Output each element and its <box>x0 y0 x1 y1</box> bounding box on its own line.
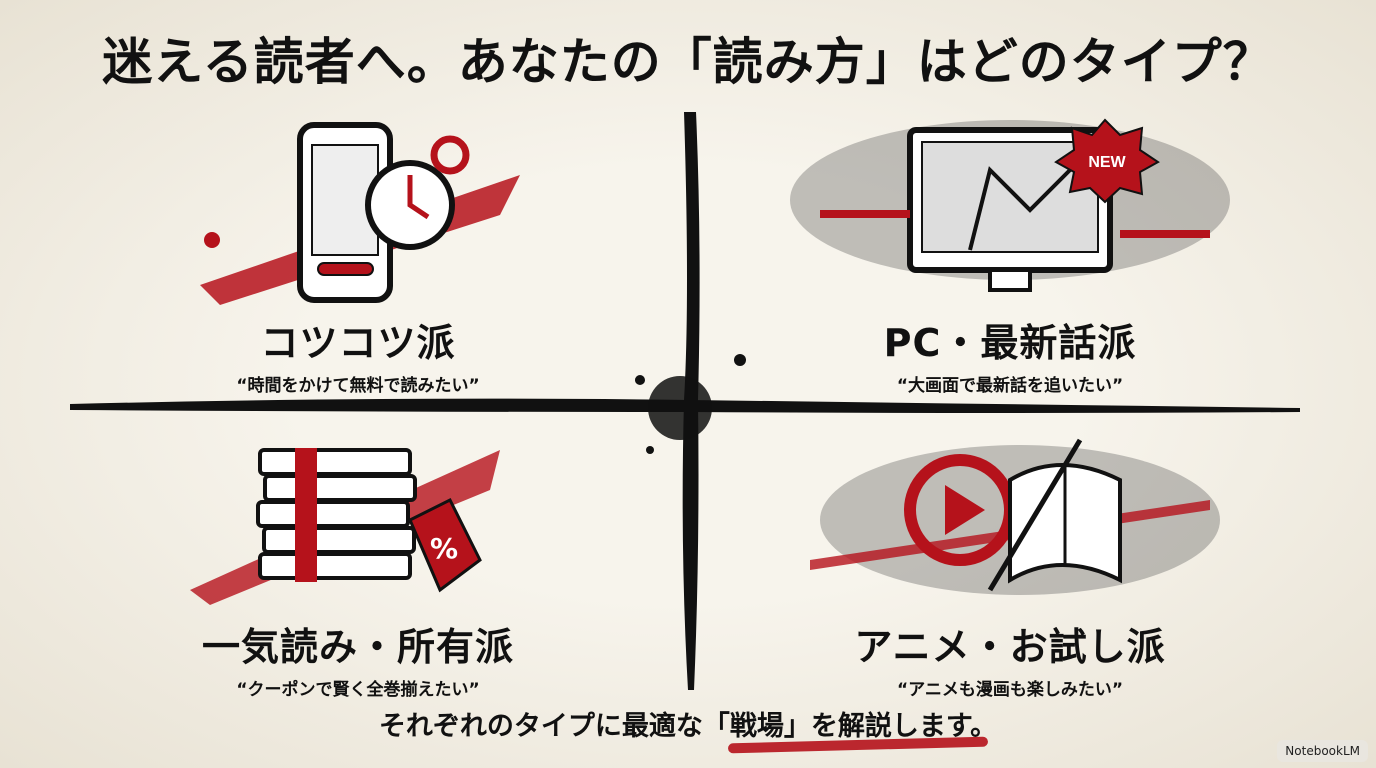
quadrant-quote: “大画面で最新話を追いたい” <box>896 376 1124 396</box>
quadrant-quote: “時間をかけて無料で読みたい” <box>236 376 480 396</box>
quadrant-heading: 一気読み・所有派 <box>201 625 514 669</box>
quadrant-pc-latest: PC・最新話派 “大画面で最新話を追いたい” <box>800 312 1220 396</box>
phone-clock-icon <box>200 122 520 305</box>
quadrant-quote: “クーポンで賢く全巻揃えたい” <box>236 680 480 700</box>
page-title: 迷える読者へ。あなたの「読み方」はどのタイプ？ <box>102 33 1274 91</box>
quadrant-heading: PC・最新話派 <box>883 321 1137 365</box>
quadrant-anime-trial: アニメ・お試し派 “アニメも漫画も楽しみたい” <box>800 616 1220 700</box>
new-badge: NEW <box>1088 154 1126 171</box>
play-book-icon <box>810 438 1220 595</box>
quadrant-quote: “アニメも漫画も楽しみたい” <box>896 680 1123 700</box>
book-stack-tag-icon: % <box>190 448 500 605</box>
monitor-manga-icon: NEW <box>790 118 1230 292</box>
quadrant-binge-own: 一気読み・所有派 “クーポンで賢く全巻揃えたい” <box>148 616 568 700</box>
notebooklm-watermark: NotebookLM <box>1277 740 1368 762</box>
footer-caption: それぞれのタイプに最適な「戦場」を解説します。 <box>378 711 998 742</box>
quadrant-kotsukotsu: コツコツ派 “時間をかけて無料で読みたい” <box>148 312 568 396</box>
quadrant-heading: コツコツ派 <box>260 321 456 365</box>
discount-tag: % <box>430 532 458 565</box>
quadrant-heading: アニメ・お試し派 <box>854 625 1166 669</box>
